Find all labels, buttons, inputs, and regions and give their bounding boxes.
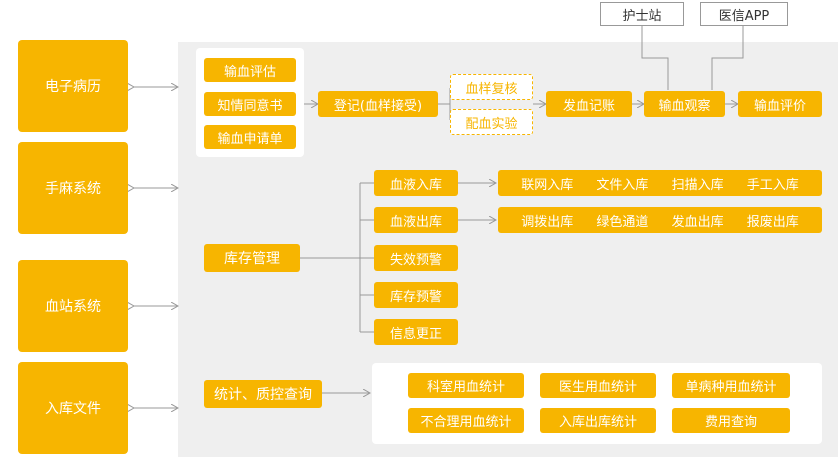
flow-evaluate[interactable]: 输血评价 [738, 91, 822, 117]
nurse-station-box[interactable]: 护士站 [600, 2, 684, 26]
system-anesthesia[interactable]: 手麻系统 [18, 142, 128, 234]
system-blood-station[interactable]: 血站系统 [18, 260, 128, 352]
flow-register[interactable]: 登记(血样接受) [318, 91, 438, 117]
in-item-network[interactable]: 联网入库 [521, 177, 574, 193]
flow-observe[interactable]: 输血观察 [644, 91, 725, 117]
inventory-branch-out[interactable]: 血液出库 [374, 207, 458, 233]
medical-app-box[interactable]: 医信APP [700, 2, 788, 26]
out-item-green-channel[interactable]: 绿色通道 [596, 214, 649, 230]
out-item-scrap[interactable]: 报废出库 [746, 214, 799, 230]
inventory-in-row: 联网入库 文件入库 扫描入库 手工入库 [498, 170, 822, 196]
request-consent[interactable]: 知情同意书 [204, 92, 296, 116]
statistics-query[interactable]: 统计、质控查询 [204, 380, 322, 408]
stat-unreasonable[interactable]: 不合理用血统计 [408, 408, 524, 433]
inventory-branch-correction[interactable]: 信息更正 [374, 319, 458, 345]
stat-department[interactable]: 科室用血统计 [408, 373, 524, 398]
flow-recheck[interactable]: 血样复核 [450, 74, 533, 100]
in-item-scan[interactable]: 扫描入库 [671, 177, 724, 193]
inventory-branch-expiry[interactable]: 失效预警 [374, 245, 458, 271]
request-assessment[interactable]: 输血评估 [204, 58, 296, 82]
request-application[interactable]: 输血申请单 [204, 125, 296, 149]
flow-match[interactable]: 配血实验 [450, 109, 533, 135]
flow-dispatch[interactable]: 发血记账 [546, 91, 632, 117]
in-item-manual[interactable]: 手工入库 [746, 177, 799, 193]
stat-in-out[interactable]: 入库出库统计 [540, 408, 656, 433]
inventory-out-row: 调拨出库 绿色通道 发血出库 报废出库 [498, 207, 822, 233]
stat-doctor[interactable]: 医生用血统计 [540, 373, 656, 398]
inventory-branch-in[interactable]: 血液入库 [374, 170, 458, 196]
out-item-transfer[interactable]: 调拨出库 [521, 214, 574, 230]
stat-cost[interactable]: 费用查询 [672, 408, 790, 433]
system-emr[interactable]: 电子病历 [18, 40, 128, 132]
inventory-manage[interactable]: 库存管理 [204, 244, 300, 272]
inventory-branch-stock-warning[interactable]: 库存预警 [374, 282, 458, 308]
stat-disease[interactable]: 单病种用血统计 [672, 373, 790, 398]
system-import-file[interactable]: 入库文件 [18, 362, 128, 454]
in-item-file[interactable]: 文件入库 [596, 177, 649, 193]
out-item-dispatch[interactable]: 发血出库 [671, 214, 724, 230]
